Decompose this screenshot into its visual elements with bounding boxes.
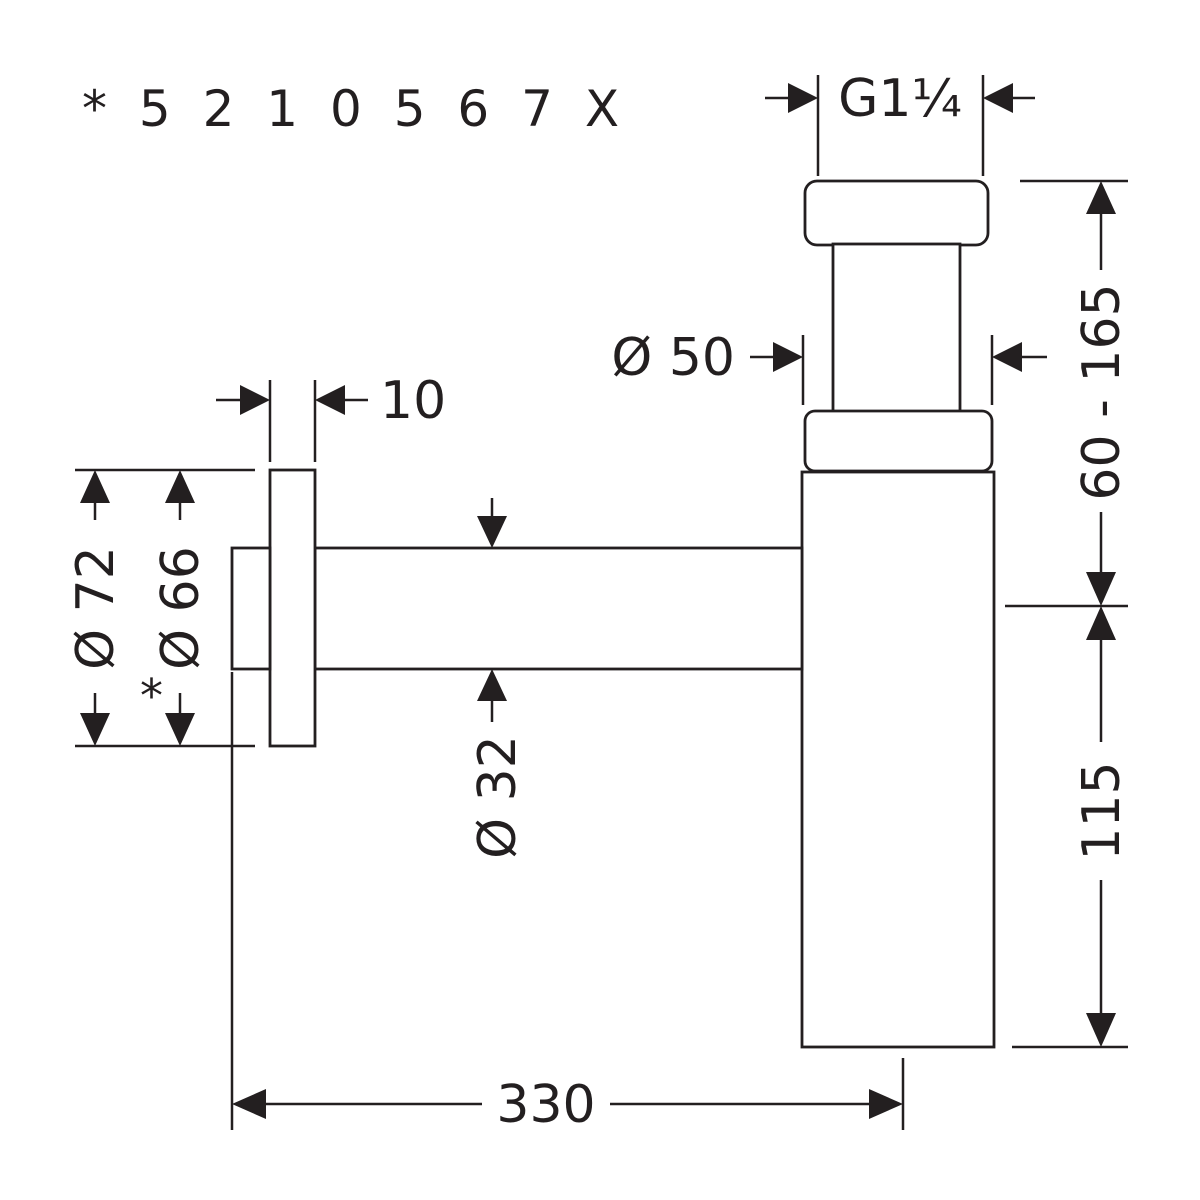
top-nut [803,179,990,247]
thread-dimension: G1¼ [765,69,1035,176]
wall-rosette [268,468,317,748]
rosette-inner-diameter-label: Ø 66 [151,546,211,670]
pipe-diameter-label: Ø 32 [468,735,528,859]
thread-label: G1¼ [838,69,962,129]
trap-diameter-label: Ø 50 [611,328,735,388]
projection-label: 330 [496,1075,595,1135]
wall-stub [230,546,272,671]
height-adjustable-label: 60 - 165 [1072,283,1132,500]
collar-nut [803,409,994,473]
rosette-depth-dimension: 10 [216,371,446,462]
rosette-diameter-dimensions: Ø 72 Ø 66 * [66,468,255,748]
bottle-body [800,470,996,1049]
projection-dimension: 330 [230,672,905,1135]
rosette-diameter-label: Ø 72 [66,546,126,670]
outlet-pipe [313,546,804,671]
rosette-inner-mark: * [140,669,163,723]
trap-body [800,179,996,1049]
height-lower-label: 115 [1072,761,1132,860]
pipe-diameter-dimension: Ø 32 [468,498,528,859]
article-number-note: * 5 2 1 0 5 6 7 X [82,80,627,138]
height-dimensions: 60 - 165 115 [1005,179,1132,1049]
rosette-depth-label: 10 [380,371,446,431]
outlet-assembly [230,468,804,748]
neck-tube [831,242,962,414]
trap-diameter-dimension: Ø 50 [611,328,1047,405]
